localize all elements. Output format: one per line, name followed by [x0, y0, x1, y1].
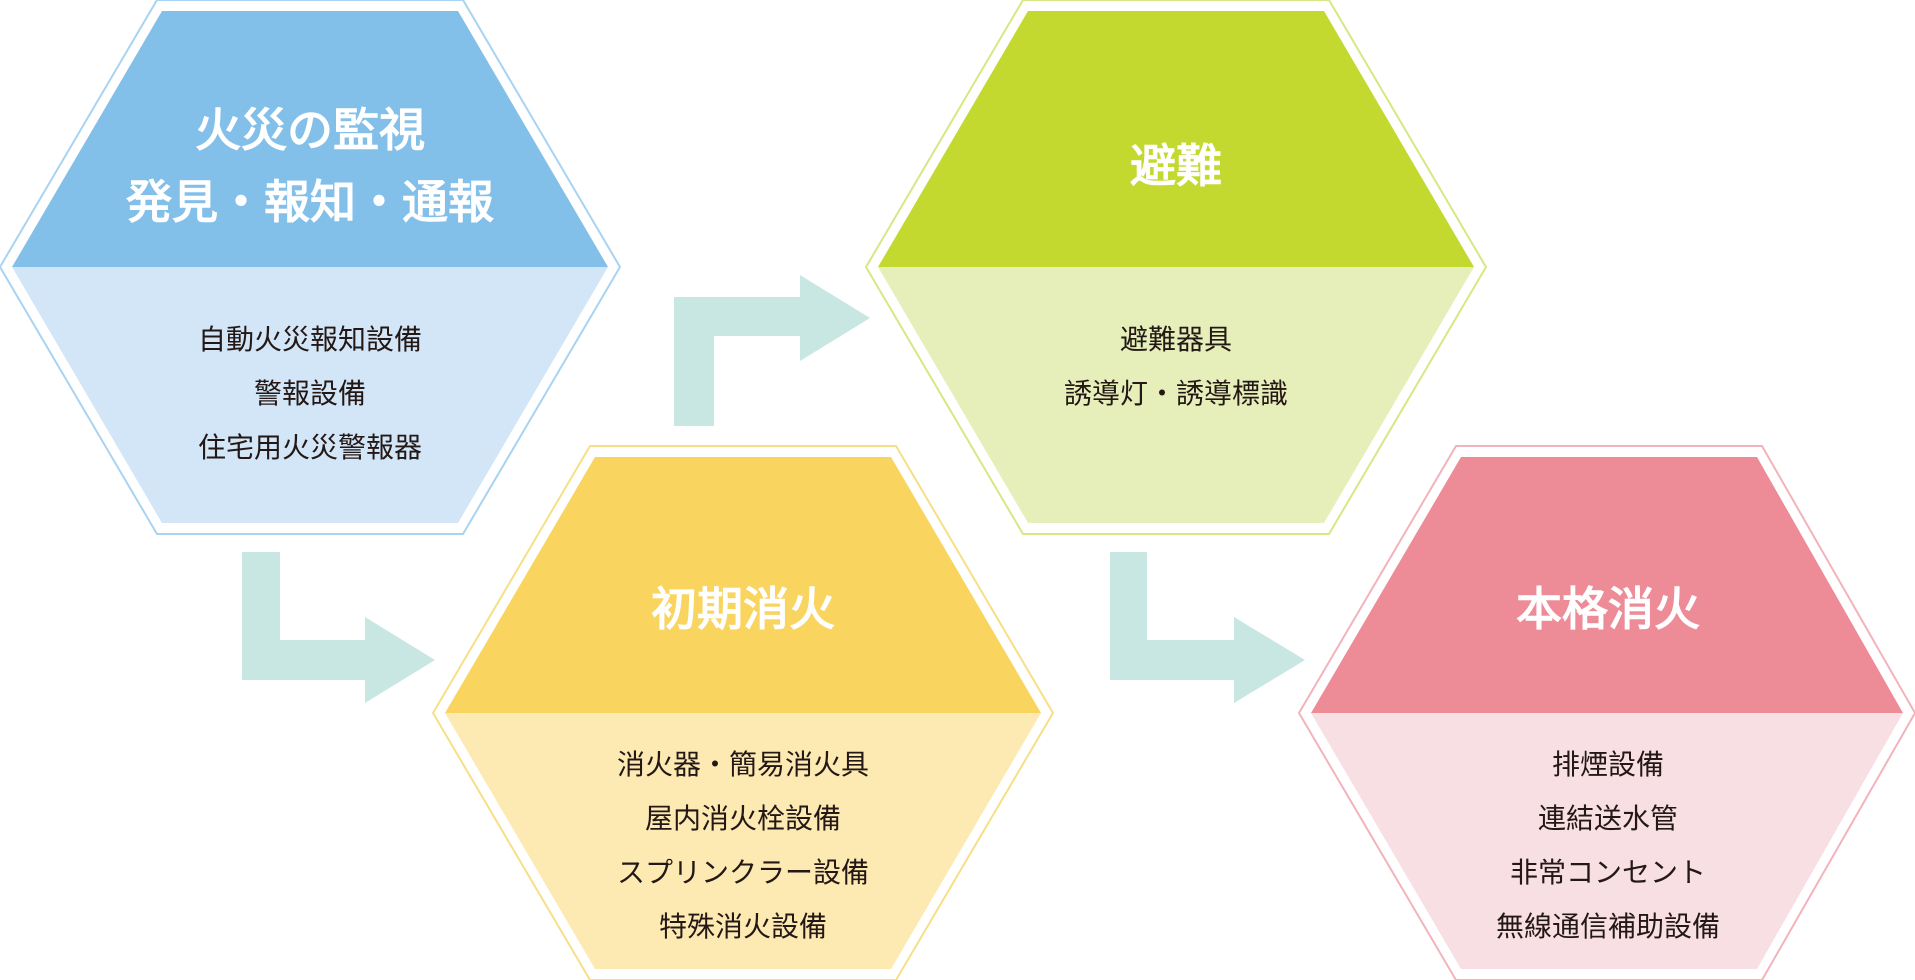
hexagon-monitoring-bottom [12, 267, 608, 523]
hexagon-initial-extinguishing-item: 消火器・簡易消火具 [617, 748, 869, 781]
hexagon-full-extinguishing-top [1311, 457, 1903, 713]
hexagon-initial-extinguishing-top [445, 457, 1041, 713]
hexagon-evacuation: 避難 避難器具 誘導灯・誘導標識 [864, 0, 1488, 535]
hexagon-initial-extinguishing-bottom [445, 713, 1041, 969]
hexagon-evacuation-item: 誘導灯・誘導標識 [1064, 377, 1288, 410]
hexagon-full-extinguishing-item: 無線通信補助設備 [1496, 910, 1720, 943]
arrow-initial-to-evacuation [674, 275, 870, 426]
hexagon-evacuation-bottom [878, 267, 1474, 523]
hexagon-monitoring-title-line-2: 発見・報知・通報 [126, 175, 494, 229]
hexagon-initial-extinguishing: 初期消火 消火器・簡易消火具 屋内消火栓設備 スプリンクラー設備 特殊消火設備 [431, 445, 1055, 980]
arrow-monitoring-to-initial [242, 552, 435, 703]
hexagon-evacuation-item: 避難器具 [1120, 323, 1232, 356]
hexagon-initial-extinguishing-item: 屋内消火栓設備 [645, 802, 841, 835]
hexagon-initial-extinguishing-item: スプリンクラー設備 [617, 856, 869, 889]
hexagon-monitoring-item: 警報設備 [254, 377, 366, 410]
hexagon-full-extinguishing-title: 本格消火 [1516, 582, 1700, 636]
hexagon-evacuation-top [878, 11, 1474, 267]
hexagon-monitoring-top [12, 11, 608, 267]
hexagon-full-extinguishing: 本格消火 排煙設備 連結送水管 非常コンセント 無線通信補助設備 [1297, 445, 1915, 980]
hexagon-initial-extinguishing-item: 特殊消火設備 [659, 910, 827, 943]
hexagon-monitoring-item: 住宅用火災警報器 [198, 431, 422, 464]
hexagon-monitoring-item: 自動火災報知設備 [198, 323, 422, 356]
hexagon-monitoring-title-line-1: 火災の監視 [195, 103, 425, 157]
hexagon-full-extinguishing-bottom [1311, 713, 1903, 969]
arrow-evacuation-to-full [1110, 552, 1305, 703]
hexagon-full-extinguishing-item: 連結送水管 [1538, 802, 1678, 835]
hexagon-initial-extinguishing-title: 初期消火 [651, 582, 835, 636]
hexagon-evacuation-title: 避難 [1130, 139, 1222, 193]
hexagon-monitoring: 火災の監視 発見・報知・通報 自動火災報知設備 警報設備 住宅用火災警報器 [0, 0, 622, 535]
hexagon-full-extinguishing-item: 排煙設備 [1552, 748, 1664, 781]
hexagon-full-extinguishing-item: 非常コンセント [1510, 856, 1706, 889]
